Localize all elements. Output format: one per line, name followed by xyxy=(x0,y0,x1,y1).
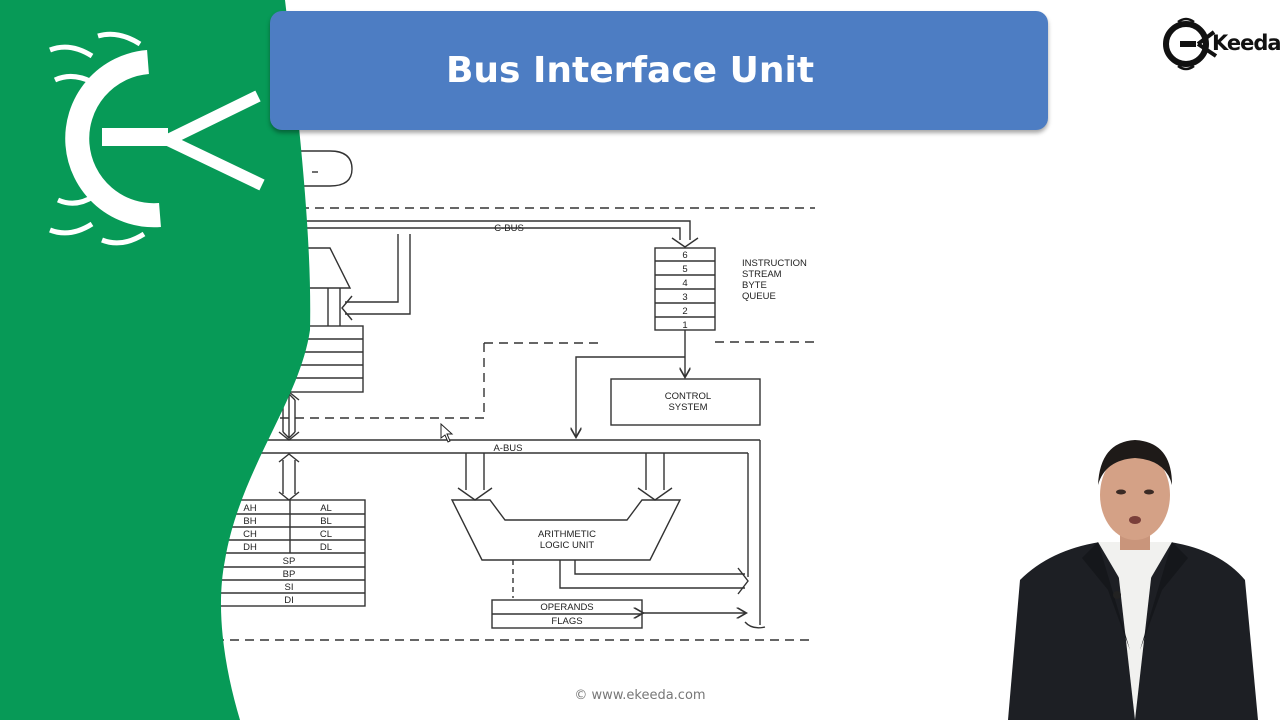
a-bus-label: A-BUS xyxy=(493,443,522,454)
register-ch: CH xyxy=(243,529,257,540)
register-bl: BL xyxy=(320,516,332,527)
register-sp: SP xyxy=(283,556,296,567)
control-system-label: SYSTEM xyxy=(668,402,707,413)
register-dh: DH xyxy=(243,542,257,553)
control-system-label: CONTROL xyxy=(665,391,711,402)
register-ah: AH xyxy=(243,503,256,514)
queue-slot-2: 2 xyxy=(682,306,687,317)
queue-slot-3: 3 xyxy=(682,292,687,303)
c-bus-label: C-BUS xyxy=(494,223,524,234)
queue-caption-line: BYTE xyxy=(742,280,767,291)
brand-name: Keeda xyxy=(1212,31,1280,55)
register-dl: DL xyxy=(320,542,332,553)
queue-caption-line: INSTRUCTION xyxy=(742,258,807,269)
queue-slot-6: 6 xyxy=(682,250,687,261)
slide-title: Bus Interface Unit xyxy=(445,50,815,91)
side-panel xyxy=(0,0,311,720)
queue-slot-1: 1 xyxy=(682,320,687,331)
register-si: SI xyxy=(285,582,294,593)
ekeeda-large-logo-icon xyxy=(49,31,265,246)
register-al: AL xyxy=(320,503,332,514)
queue-caption-line: STREAM xyxy=(742,269,782,280)
alu-label: LOGIC UNIT xyxy=(540,540,595,551)
queue-caption-line: QUEUE xyxy=(742,291,776,302)
register-di: DI xyxy=(284,595,294,606)
register-bp: BP xyxy=(283,569,296,580)
register-cl: CL xyxy=(320,529,332,540)
presenter-image xyxy=(1008,440,1258,720)
title-banner xyxy=(270,11,1048,130)
flags-label: FLAGS xyxy=(551,616,582,627)
copyright-footer: © www.ekeeda.com xyxy=(574,688,706,703)
queue-slot-5: 5 xyxy=(682,264,687,275)
ekeeda-logo-icon xyxy=(1163,17,1218,71)
alu-label: ARITHMETIC xyxy=(538,529,596,540)
mouse-cursor-icon xyxy=(440,422,454,443)
register-bh: BH xyxy=(243,516,256,527)
operands-label: OPERANDS xyxy=(540,602,593,613)
queue-slot-4: 4 xyxy=(682,278,687,289)
